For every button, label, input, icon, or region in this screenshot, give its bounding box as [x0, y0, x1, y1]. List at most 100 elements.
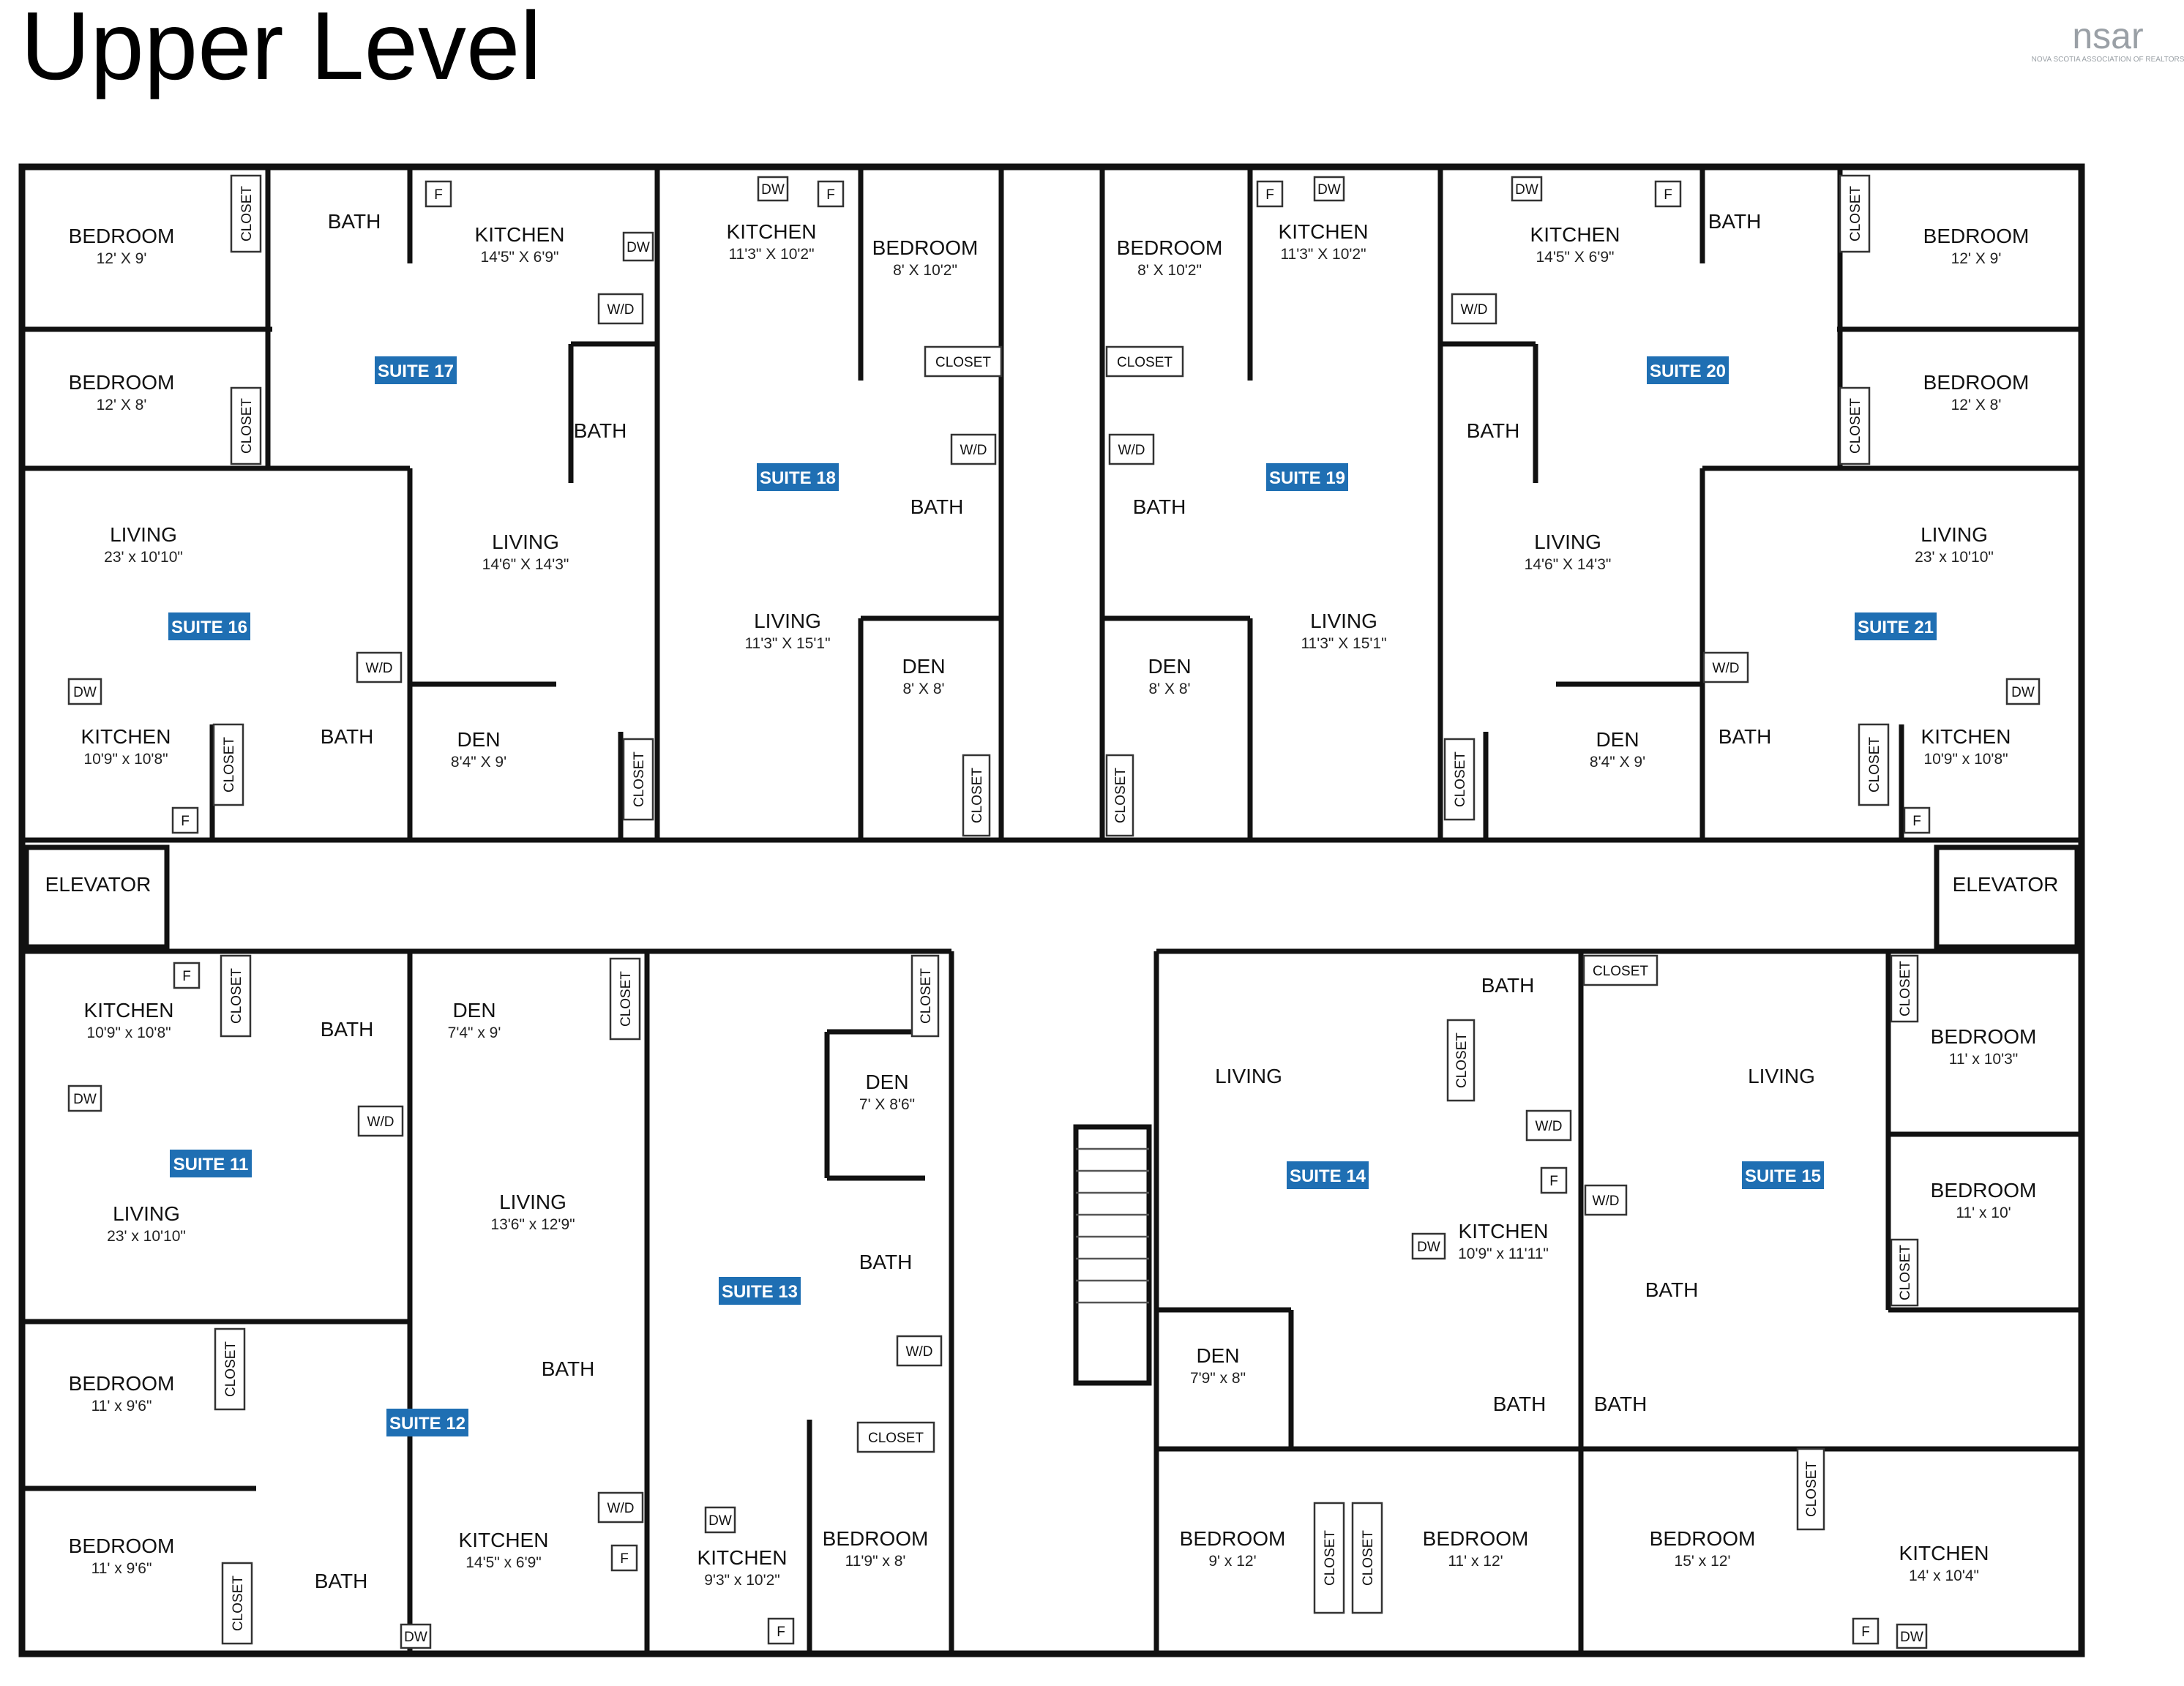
fridge-marker: F: [1654, 180, 1682, 208]
closet-marker: CLOSET: [1443, 738, 1476, 821]
closet-label: CLOSET: [935, 355, 991, 370]
room-dimensions: 11'3" X 15'1": [744, 635, 830, 652]
closet-label: CLOSET: [970, 768, 985, 823]
closet-marker: CLOSET: [910, 954, 940, 1038]
room-name: BEDROOM: [1923, 225, 2030, 247]
washer-dryer-marker: W/D: [1525, 1109, 1572, 1142]
room-bath: BATH: [542, 1357, 595, 1380]
fridge-label: F: [1265, 187, 1274, 203]
room-name: LIVING: [499, 1191, 566, 1213]
dishwasher-marker: DW: [67, 678, 102, 705]
dishwasher-label: DW: [73, 1092, 97, 1107]
dishwasher-marker: DW: [1896, 1623, 1928, 1649]
closet-label: CLOSET: [1454, 1033, 1470, 1088]
suite-badge: SUITE 14: [1287, 1161, 1369, 1189]
room-dimensions: 8'4" X 9': [451, 754, 506, 771]
suite-badge-background: [1287, 1161, 1369, 1189]
suite-label: SUITE 17: [378, 361, 454, 381]
room-dimensions: 8' X 10'2": [893, 262, 957, 279]
closet-marker: CLOSET: [622, 738, 654, 821]
room-name: BATH: [321, 1018, 374, 1041]
room-name: ELEVATOR: [45, 873, 152, 896]
washer-dryer-label: W/D: [607, 302, 635, 318]
fridge-label: F: [182, 969, 191, 984]
room-name: KITCHEN: [1899, 1542, 1989, 1565]
closet-label: CLOSET: [1113, 768, 1129, 823]
room-living: LIVING: [1215, 1065, 1282, 1087]
closet-label: CLOSET: [239, 186, 255, 241]
room-bath: BATH: [1481, 974, 1535, 997]
room-dimensions: 11' x 10'3": [1949, 1051, 2018, 1068]
room-name: ELEVATOR: [1953, 873, 2059, 896]
room-dimensions: 13'6" x 12'9": [490, 1216, 575, 1233]
closet-label: CLOSET: [1804, 1461, 1820, 1517]
suite-badge-background: [375, 356, 457, 384]
room-name: BATH: [328, 210, 381, 233]
dishwasher-label: DW: [73, 685, 97, 700]
room-name: DEN: [1148, 655, 1191, 678]
fridge-label: F: [1549, 1174, 1558, 1189]
washer-dryer-label: W/D: [607, 1501, 635, 1516]
room-name: BATH: [1493, 1393, 1547, 1415]
room-dimensions: 12' X 8': [1951, 397, 2002, 413]
room-name: DEN: [1596, 728, 1639, 751]
interior-walls: [22, 167, 2082, 1654]
washer-dryer-label: W/D: [1461, 302, 1488, 318]
room-name: BEDROOM: [1650, 1527, 1756, 1550]
suite-badge: SUITE 20: [1647, 356, 1729, 384]
suite-label: SUITE 14: [1290, 1166, 1366, 1186]
room-name: LIVING: [113, 1202, 180, 1225]
room-name: BEDROOM: [69, 1535, 175, 1557]
suite-badge: SUITE 18: [757, 463, 839, 491]
room-dimensions: 7'9" x 8": [1190, 1370, 1246, 1387]
closet-marker: CLOSET: [962, 754, 991, 837]
washer-dryer-marker: W/D: [950, 433, 997, 465]
dishwasher-label: DW: [1515, 182, 1538, 198]
room-name: KITCHEN: [1459, 1220, 1549, 1243]
washer-dryer-marker: W/D: [1702, 651, 1749, 683]
suite-label: SUITE 11: [173, 1155, 249, 1174]
suite-label: SUITE 18: [760, 468, 836, 488]
washer-dryer-marker: W/D: [896, 1335, 943, 1367]
dishwasher-marker: DW: [2005, 678, 2041, 705]
room-dimensions: 12' X 8': [97, 397, 147, 413]
suite-label: SUITE 12: [389, 1414, 465, 1434]
closet-marker: CLOSET: [924, 345, 1003, 378]
suite-badge: SUITE 19: [1266, 463, 1348, 491]
logo-subtitle: NOVA SCOTIA ASSOCIATION OF REALTORS: [2032, 56, 2184, 64]
room-dimensions: 12' X 9': [97, 250, 147, 267]
suite-label: SUITE 20: [1650, 361, 1726, 381]
room-name: BEDROOM: [69, 371, 175, 394]
room-name: KITCHEN: [1279, 220, 1369, 243]
closet-label: CLOSET: [618, 971, 634, 1027]
room-bath: BATH: [1467, 419, 1520, 442]
room-bath: BATH: [1708, 210, 1762, 233]
room-name: BATH: [574, 419, 627, 442]
fridge-label: F: [777, 1625, 785, 1640]
closet-marker: CLOSET: [1890, 1238, 1919, 1307]
closet-label: CLOSET: [1898, 961, 1913, 1016]
dishwasher-marker: DW: [67, 1084, 102, 1112]
dishwasher-label: DW: [404, 1630, 427, 1645]
room-bath: BATH: [315, 1570, 368, 1592]
room-bath: BATH: [574, 419, 627, 442]
room-name: KITCHEN: [475, 223, 565, 246]
suite-badge: SUITE 13: [719, 1277, 801, 1305]
room-bath: BATH: [328, 210, 381, 233]
exterior-walls: [18, 163, 2085, 1657]
room-name: DEN: [457, 728, 500, 751]
room-dimensions: 11'3" X 10'2": [1280, 246, 1366, 263]
dishwasher-marker: DW: [400, 1623, 432, 1649]
closet-marker: CLOSET: [609, 957, 641, 1041]
suite-badge-background: [1855, 612, 1937, 640]
room-bath: BATH: [1645, 1278, 1699, 1301]
room-bath: BATH: [1594, 1393, 1648, 1415]
room-name: BEDROOM: [69, 225, 175, 247]
room-bath: BATH: [1493, 1393, 1547, 1415]
